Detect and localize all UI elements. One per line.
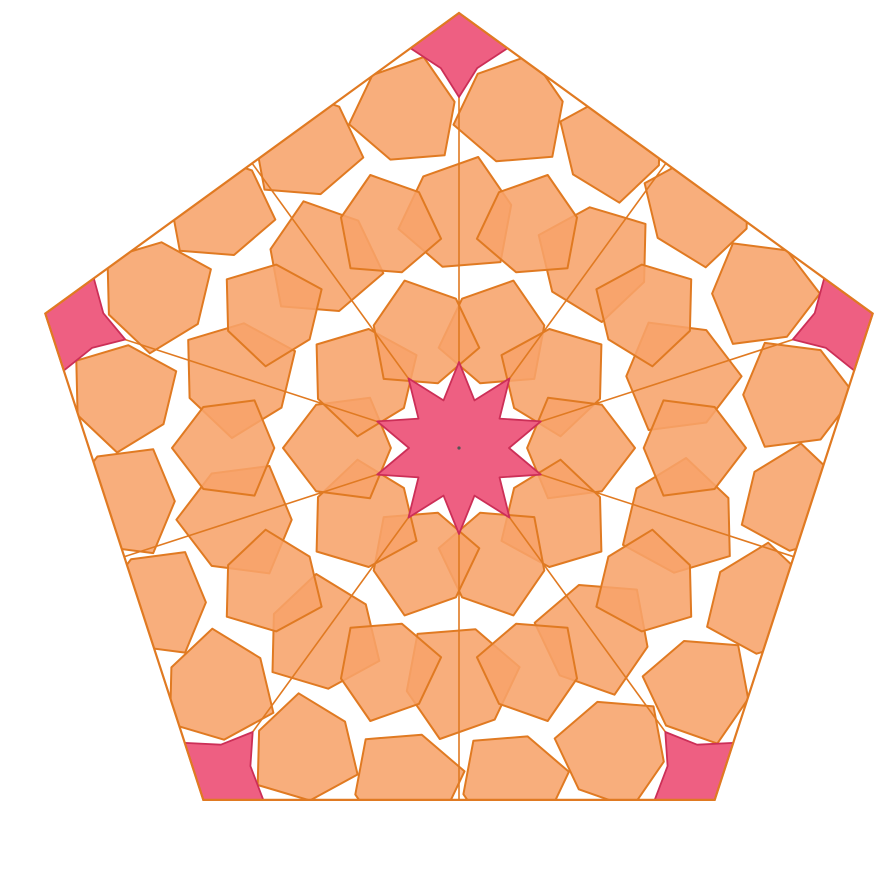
kite-tile [97,551,207,654]
kite-tile [171,399,276,497]
kite-tile [169,627,275,741]
kite-tile [553,700,665,800]
pentagon-outline [44,11,874,802]
kite-tile [354,733,466,800]
kite-tile [256,692,359,800]
kite-tile [225,528,323,633]
kite-tile [340,622,443,722]
kite-tile [340,174,443,274]
kite-tile [642,399,747,497]
kite-tile [372,279,481,385]
kite-tile [595,263,693,368]
kite-tile [452,54,564,163]
center-point-marker [457,446,461,450]
kite-tile [742,341,856,448]
kite-tile [475,622,578,722]
kite-tile [225,263,323,368]
kite-tile [475,174,578,274]
kite-tile [595,528,693,633]
kite-tile [106,241,212,355]
kite-tile [462,735,570,800]
